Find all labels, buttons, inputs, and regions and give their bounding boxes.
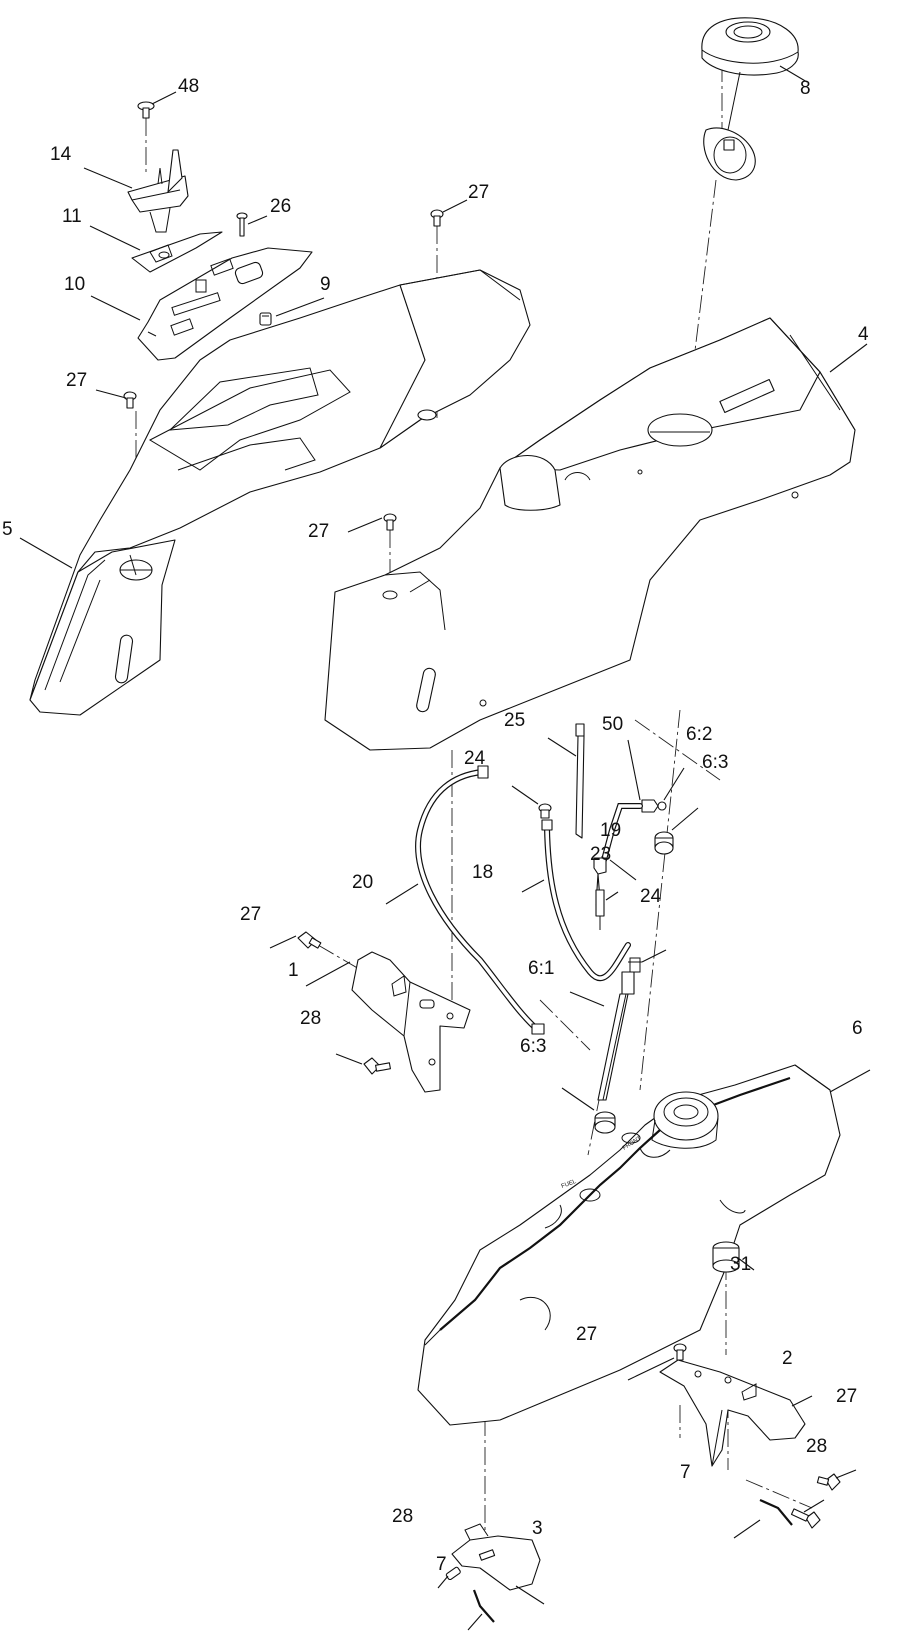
callout-labels: 48 14 11 26 27 10 9 8 4 27 5 27 25 50 6:… [2, 76, 869, 1575]
part-3-bracket-lower [451, 1523, 541, 1591]
part-31-rubber-bumper [712, 1241, 740, 1273]
callout-26: 26 [270, 196, 291, 217]
part-5-left-console [29, 269, 531, 716]
callout-23: 23 [590, 844, 611, 865]
callout-6: 6 [852, 1018, 863, 1039]
part-48-screw [137, 101, 155, 119]
part-27-screws-upper [123, 209, 444, 531]
part-24-clamps [538, 803, 642, 973]
callout-6-3-upper: 6:3 [702, 752, 728, 773]
part-10-control-panel [137, 247, 313, 361]
part-6-3-grommet-upper [654, 831, 674, 855]
callout-9: 9 [320, 274, 331, 295]
callout-28-left: 28 [392, 1506, 413, 1527]
callout-48: 48 [178, 76, 199, 97]
part-6-1-fuel-pickup [597, 971, 635, 1101]
callout-28-bracket: 28 [300, 1008, 321, 1029]
callout-18: 18 [472, 862, 493, 883]
tank-fuel-marking: FUEL [561, 1179, 578, 1190]
callout-14: 14 [50, 144, 72, 165]
callout-8: 8 [800, 78, 811, 99]
part-26-screw [236, 212, 248, 237]
callout-27-left: 27 [66, 370, 87, 391]
callout-24-upper: 24 [464, 748, 486, 769]
part-11-bezel [131, 231, 223, 273]
callout-11: 11 [62, 206, 82, 227]
callout-27-bracket: 27 [240, 904, 261, 925]
part-6-3-grommet-lower [594, 1111, 616, 1134]
part-27-28-screws-mid [297, 931, 391, 1075]
part-4-right-fender [324, 317, 856, 751]
callout-4: 4 [858, 324, 869, 345]
callout-27-top: 27 [468, 182, 489, 203]
callout-2: 2 [782, 1348, 793, 1369]
part-18-fuel-hose [541, 819, 631, 982]
callout-3: 3 [532, 1518, 543, 1539]
part-19-fuel-valve [593, 857, 607, 930]
callout-24-lower: 24 [640, 886, 662, 907]
part-2-tank-bracket-rear [659, 1359, 806, 1467]
leader-lines [19, 65, 871, 1631]
callout-19: 19 [600, 820, 621, 841]
callout-27-lower: 27 [576, 1324, 597, 1345]
callout-31: 31 [730, 1254, 751, 1275]
callout-20: 20 [352, 872, 373, 893]
callout-7-left: 7 [436, 1554, 447, 1575]
callout-25: 25 [504, 710, 525, 731]
part-50-elbow-fitting [601, 799, 667, 863]
callout-6-3-lower: 6:3 [520, 1036, 546, 1057]
callout-5: 5 [2, 519, 13, 540]
callout-10: 10 [64, 274, 85, 295]
callout-27-right: 27 [836, 1386, 857, 1407]
part-9-clip [259, 312, 272, 326]
callout-28-right: 28 [806, 1436, 827, 1457]
callout-6-1: 6:1 [528, 958, 554, 979]
part-8-fuel-cap [701, 17, 799, 181]
callout-6-2: 6:2 [686, 724, 712, 745]
part-14-throttle-control [127, 149, 189, 233]
part-6-fuel-tank: FUEL FRONT [417, 1064, 841, 1426]
part-20-vent-hose [415, 765, 545, 1035]
part-25-cable-tie [575, 723, 585, 839]
part-7-hook-rods [472, 1498, 793, 1623]
part-1-tank-bracket-front [351, 951, 471, 1093]
callout-1: 1 [288, 960, 299, 981]
callout-7-right: 7 [680, 1462, 691, 1483]
callout-50: 50 [602, 714, 623, 735]
part-27-28-screws-lower [445, 1343, 841, 1581]
callout-27-center: 27 [308, 521, 329, 542]
